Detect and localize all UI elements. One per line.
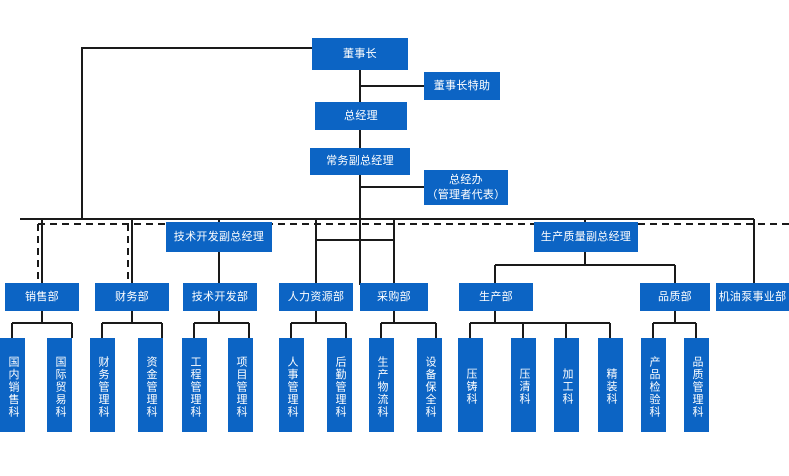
wire-bus-hr-purchasing bbox=[315, 219, 395, 241]
department-quality[interactable]: 品质部 bbox=[640, 283, 710, 311]
department-oil-pump-division-label: 机油泵事业部 bbox=[718, 289, 787, 303]
section-production-logistics[interactable]: 生产物流科 bbox=[369, 338, 394, 432]
section-project-mgmt[interactable]: 项目管理科 bbox=[228, 338, 253, 432]
section-fund-mgmt-label: 资金管理科 bbox=[144, 355, 158, 419]
section-quality-mgmt-label: 品质管理科 bbox=[690, 355, 704, 419]
department-sales[interactable]: 销售部 bbox=[5, 283, 79, 311]
wire-purchasing-sections bbox=[380, 311, 437, 338]
wire-production-sections bbox=[469, 311, 611, 338]
wire-exec-gmoffice bbox=[359, 175, 424, 188]
wire-chairman-left-branch bbox=[81, 47, 312, 219]
wire-techdev-sections bbox=[193, 311, 250, 338]
section-pressure-clean[interactable]: 压清科 bbox=[511, 338, 536, 432]
section-equipment-maintenance[interactable]: 设备保全科 bbox=[417, 338, 442, 432]
section-project-mgmt-label: 项目管理科 bbox=[234, 355, 248, 419]
section-fine-assembly-label: 精装科 bbox=[604, 368, 618, 406]
node-general-manager-label: 总经理 bbox=[344, 108, 378, 122]
section-product-inspection-label: 产品检验科 bbox=[647, 355, 661, 419]
node-gm-office-line1: 总经办 bbox=[449, 172, 483, 186]
department-sales-label: 销售部 bbox=[25, 289, 59, 303]
department-purchasing[interactable]: 采购部 bbox=[360, 283, 428, 311]
section-engineering-mgmt-label: 工程管理科 bbox=[188, 355, 202, 419]
section-personnel-mgmt-label: 人事管理科 bbox=[285, 355, 299, 419]
section-machining-label: 加工科 bbox=[560, 368, 574, 406]
section-finance-mgmt[interactable]: 财务管理科 bbox=[90, 338, 115, 432]
section-quality-mgmt[interactable]: 品质管理科 bbox=[684, 338, 709, 432]
node-gm-office[interactable]: 总经办 （管理者代表） bbox=[424, 170, 508, 205]
section-domestic-sales-label: 国内销售科 bbox=[6, 355, 20, 419]
department-finance-label: 财务部 bbox=[115, 289, 149, 303]
node-gm-office-line2: （管理者代表） bbox=[426, 187, 506, 201]
department-purchasing-label: 采购部 bbox=[377, 289, 411, 303]
section-logistics-mgmt[interactable]: 后勤管理科 bbox=[327, 338, 352, 432]
section-finance-mgmt-label: 财务管理科 bbox=[96, 355, 110, 419]
department-tech-dev-label: 技术开发部 bbox=[191, 289, 249, 303]
section-production-logistics-label: 生产物流科 bbox=[375, 355, 389, 419]
section-logistics-mgmt-label: 后勤管理科 bbox=[333, 355, 347, 419]
section-international-trade[interactable]: 国际贸易科 bbox=[47, 338, 72, 432]
node-executive-deputy-gm[interactable]: 常务副总经理 bbox=[310, 148, 410, 175]
node-tech-deputy-gm-label: 技术开发副总经理 bbox=[173, 229, 265, 243]
section-personnel-mgmt[interactable]: 人事管理科 bbox=[279, 338, 304, 432]
wire-hr-sections bbox=[290, 311, 347, 338]
department-production-label: 生产部 bbox=[479, 289, 513, 303]
node-executive-deputy-gm-label: 常务副总经理 bbox=[326, 154, 394, 168]
section-die-casting-label: 压铸科 bbox=[464, 368, 478, 406]
wire-sales-sections bbox=[11, 311, 73, 338]
node-chairman[interactable]: 董事长 bbox=[312, 38, 408, 70]
section-fund-mgmt[interactable]: 资金管理科 bbox=[138, 338, 163, 432]
section-machining[interactable]: 加工科 bbox=[554, 338, 579, 432]
section-fine-assembly[interactable]: 精装科 bbox=[598, 338, 623, 432]
section-die-casting[interactable]: 压铸科 bbox=[458, 338, 483, 432]
section-international-trade-label: 国际贸易科 bbox=[53, 355, 67, 419]
section-equipment-maintenance-label: 设备保全科 bbox=[423, 355, 437, 419]
node-production-quality-deputy-gm[interactable]: 生产质量副总经理 bbox=[534, 222, 638, 252]
department-hr-label: 人力资源部 bbox=[287, 289, 345, 303]
section-pressure-clean-label: 压清科 bbox=[517, 368, 531, 406]
node-production-quality-deputy-gm-label: 生产质量副总经理 bbox=[540, 229, 632, 243]
section-domestic-sales[interactable]: 国内销售科 bbox=[0, 338, 25, 432]
node-chairman-label: 董事长 bbox=[343, 46, 377, 60]
section-engineering-mgmt[interactable]: 工程管理科 bbox=[182, 338, 207, 432]
section-product-inspection[interactable]: 产品检验科 bbox=[641, 338, 666, 432]
node-chairman-assistant[interactable]: 董事长特助 bbox=[424, 72, 500, 100]
node-chairman-assistant-label: 董事长特助 bbox=[433, 78, 491, 92]
department-hr[interactable]: 人力资源部 bbox=[279, 283, 353, 311]
node-tech-deputy-gm[interactable]: 技术开发副总经理 bbox=[166, 222, 272, 252]
department-production[interactable]: 生产部 bbox=[459, 283, 533, 311]
node-general-manager[interactable]: 总经理 bbox=[315, 102, 407, 130]
wire-chairman-assistant bbox=[359, 70, 424, 87]
wire-finance-sections bbox=[101, 311, 163, 338]
department-oil-pump-division[interactable]: 机油泵事业部 bbox=[716, 283, 789, 311]
department-tech-dev[interactable]: 技术开发部 bbox=[183, 283, 257, 311]
department-quality-label: 品质部 bbox=[658, 289, 692, 303]
wire-quality-sections bbox=[652, 311, 697, 338]
department-finance[interactable]: 财务部 bbox=[95, 283, 169, 311]
